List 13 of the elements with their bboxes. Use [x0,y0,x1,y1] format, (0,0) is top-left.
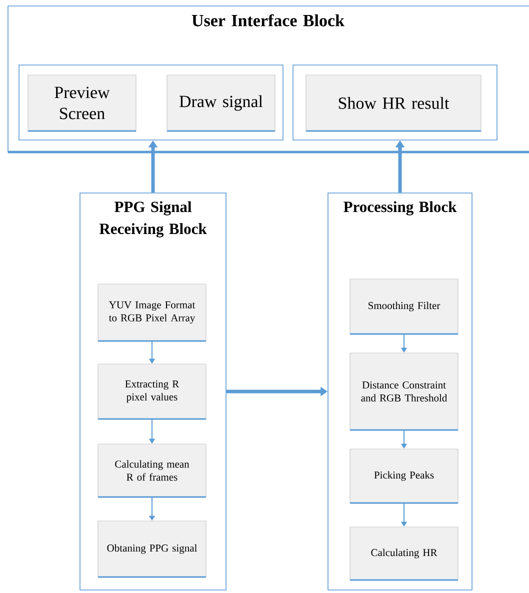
process-box: Obtaning PPG signal [98,520,206,578]
group-box [18,64,284,140]
process-box: Extracting R pixel values [98,364,206,420]
process-box: Smoothing Filter [350,278,458,335]
process-box: Distance Constraint and RGB Threshold [350,352,458,431]
process-box: Draw signal [166,74,276,132]
process-box: Picking Peaks [350,448,458,504]
process-box: Calculating mean R of frames [98,444,206,498]
group-box [292,64,498,140]
process-box: Calculating HR [350,526,458,581]
process-box: Preview Screen [28,74,136,132]
process-box: YUV Image Format to RGB Pixel Array [98,284,206,342]
process-box: Show HR result [306,74,482,132]
